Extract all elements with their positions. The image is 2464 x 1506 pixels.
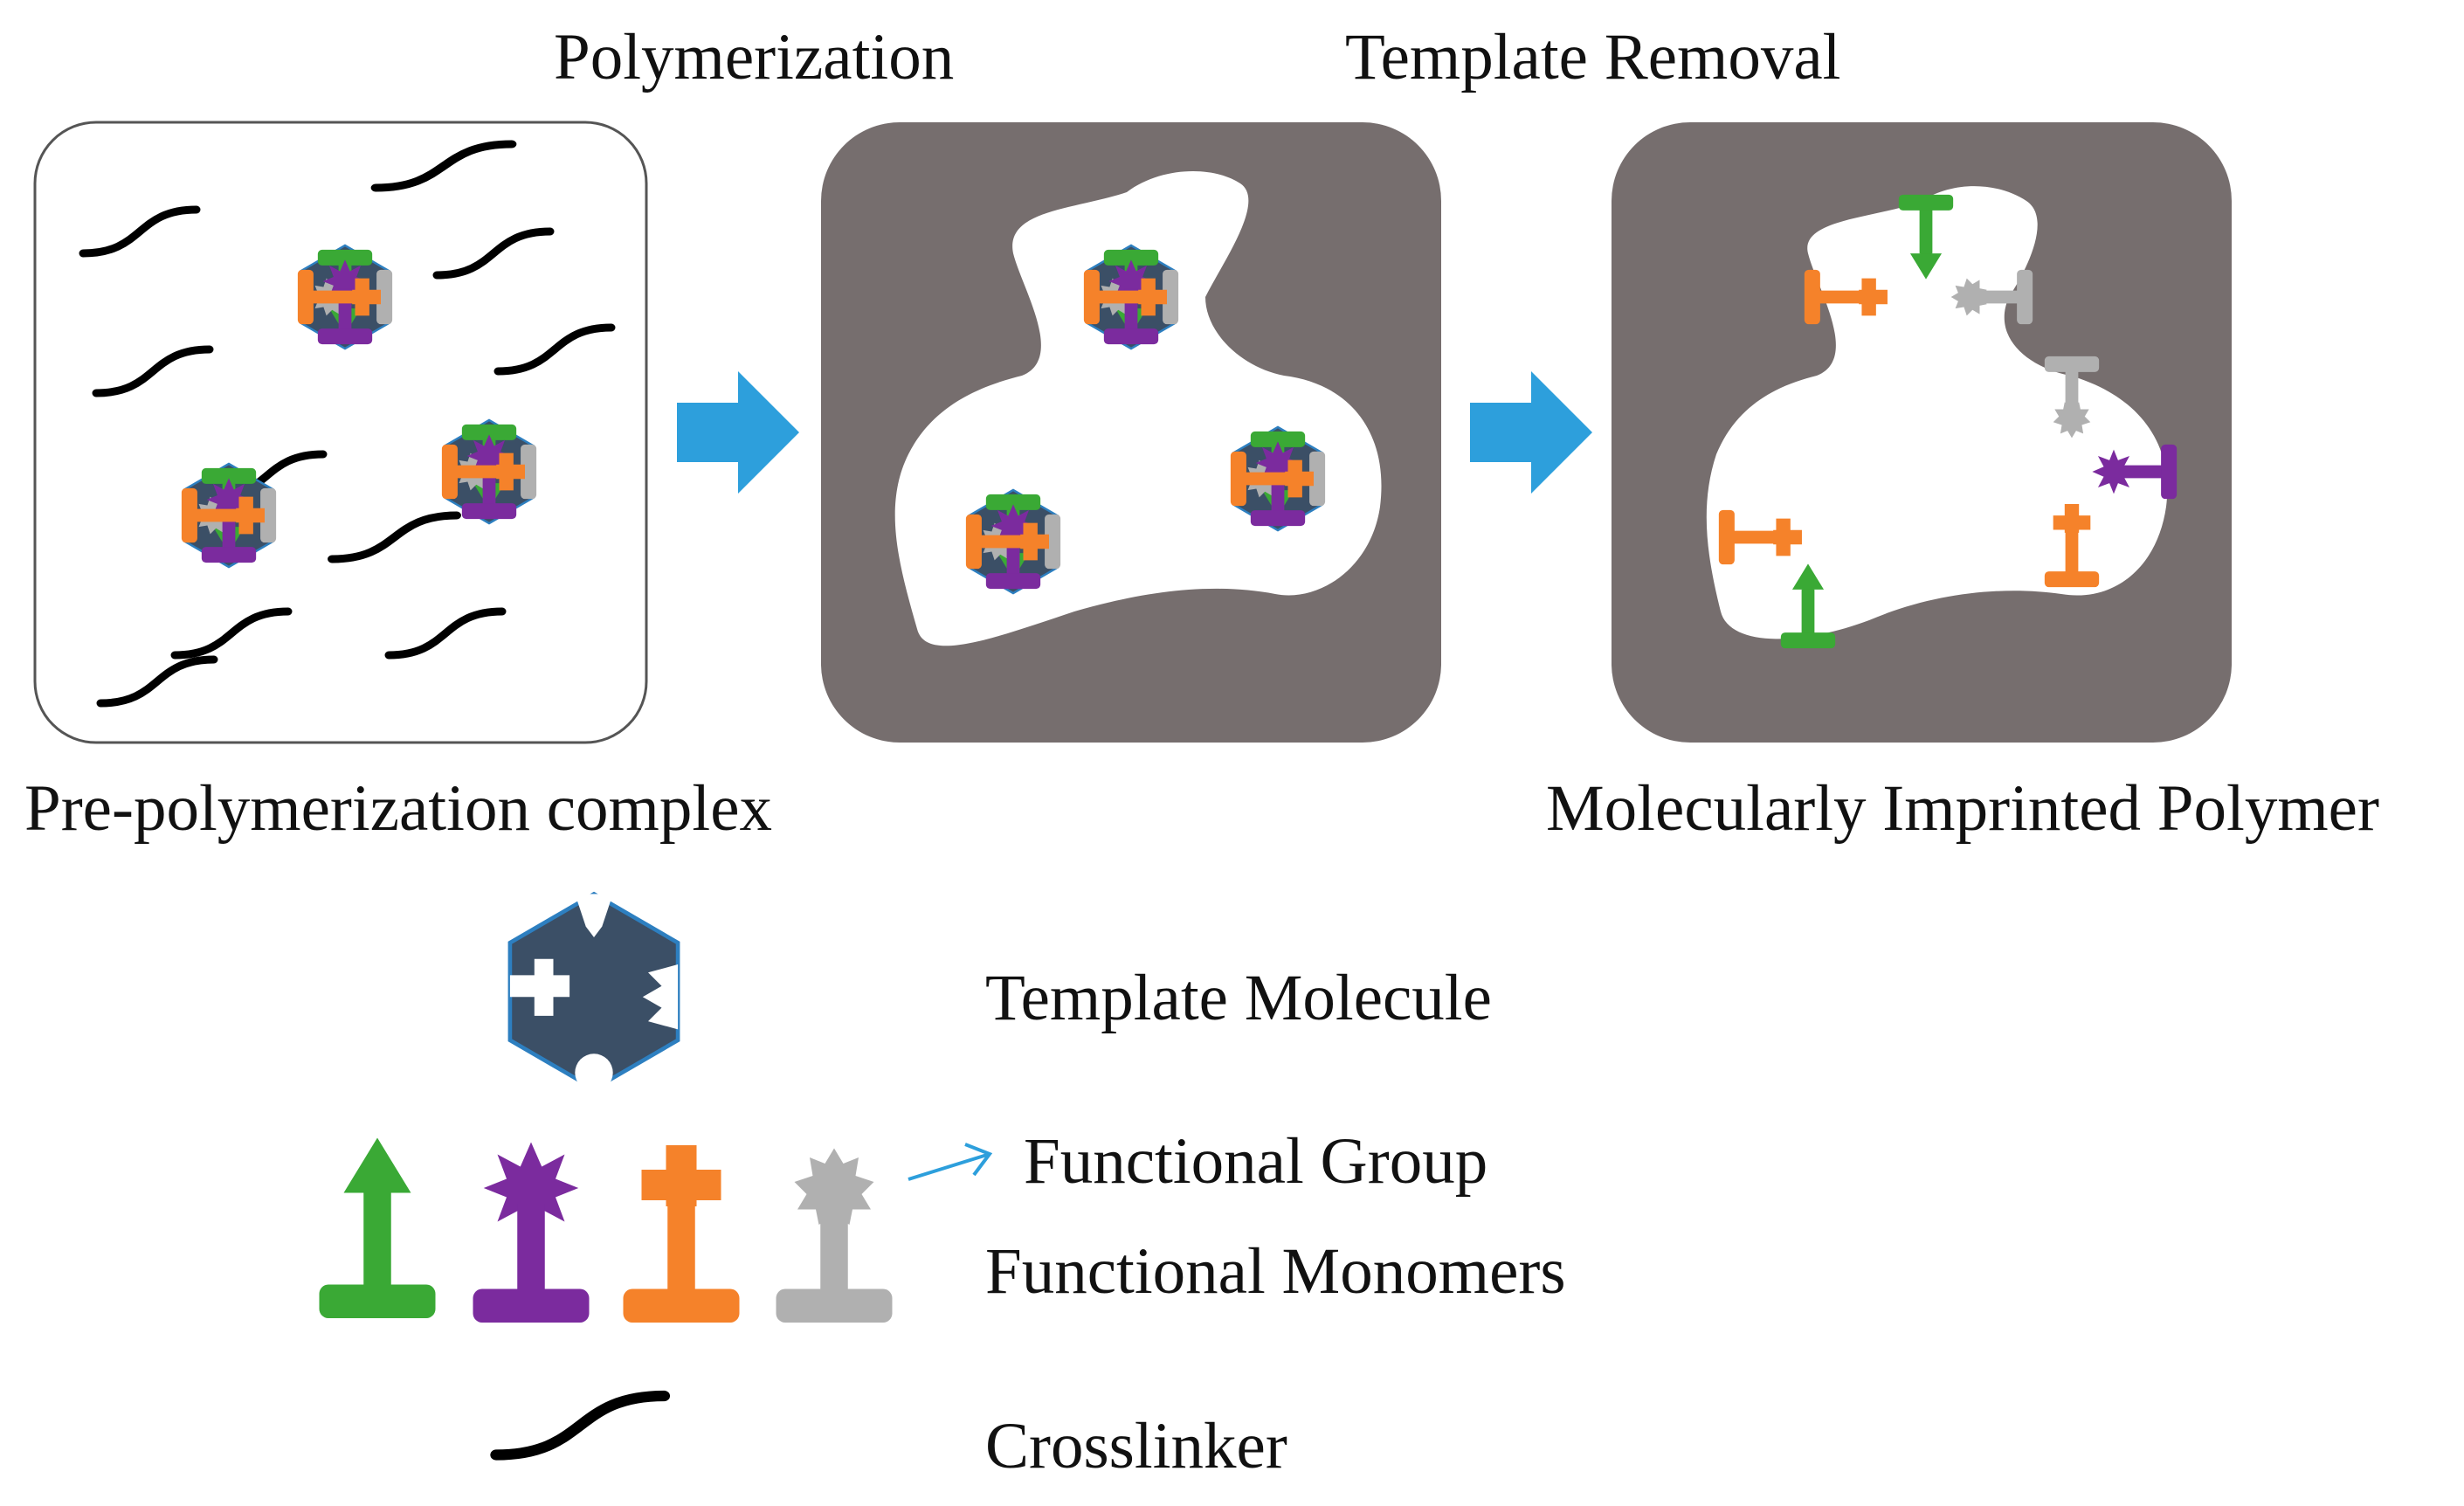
functional-monomers-label: Functional Monomers xyxy=(985,1235,1566,1308)
functional-group-pointer xyxy=(908,1143,993,1181)
crosslinker-curve-icon xyxy=(496,1396,664,1455)
pre-polymerization-complex-label: Pre-polymerization complex xyxy=(24,772,772,845)
cross-icon xyxy=(623,1145,740,1323)
functional-group-label: Functional Group xyxy=(1024,1125,1488,1198)
gear-icon xyxy=(776,1148,893,1323)
template-molecule-icon xyxy=(510,894,678,1092)
polymerization-panel xyxy=(821,122,1441,743)
template-molecule-label: Template Molecule xyxy=(985,962,1492,1034)
polymerization-label: Polymerization xyxy=(554,21,955,93)
crosslinker-label: Crosslinker xyxy=(985,1410,1287,1482)
starburst-icon xyxy=(473,1142,590,1323)
molecularly-imprinted-polymer-label: Molecularly Imprinted Polymer xyxy=(1546,772,2379,845)
functional-monomers-icons xyxy=(319,1137,893,1323)
imprinted-polymer-panel xyxy=(1612,122,2232,743)
block-arrow-icon xyxy=(677,371,799,494)
block-arrow-icon xyxy=(1470,371,1592,494)
arrow-up-icon xyxy=(319,1137,436,1318)
pre-polymerization-panel xyxy=(33,121,648,744)
template-removal-label: Template Removal xyxy=(1345,21,1841,93)
